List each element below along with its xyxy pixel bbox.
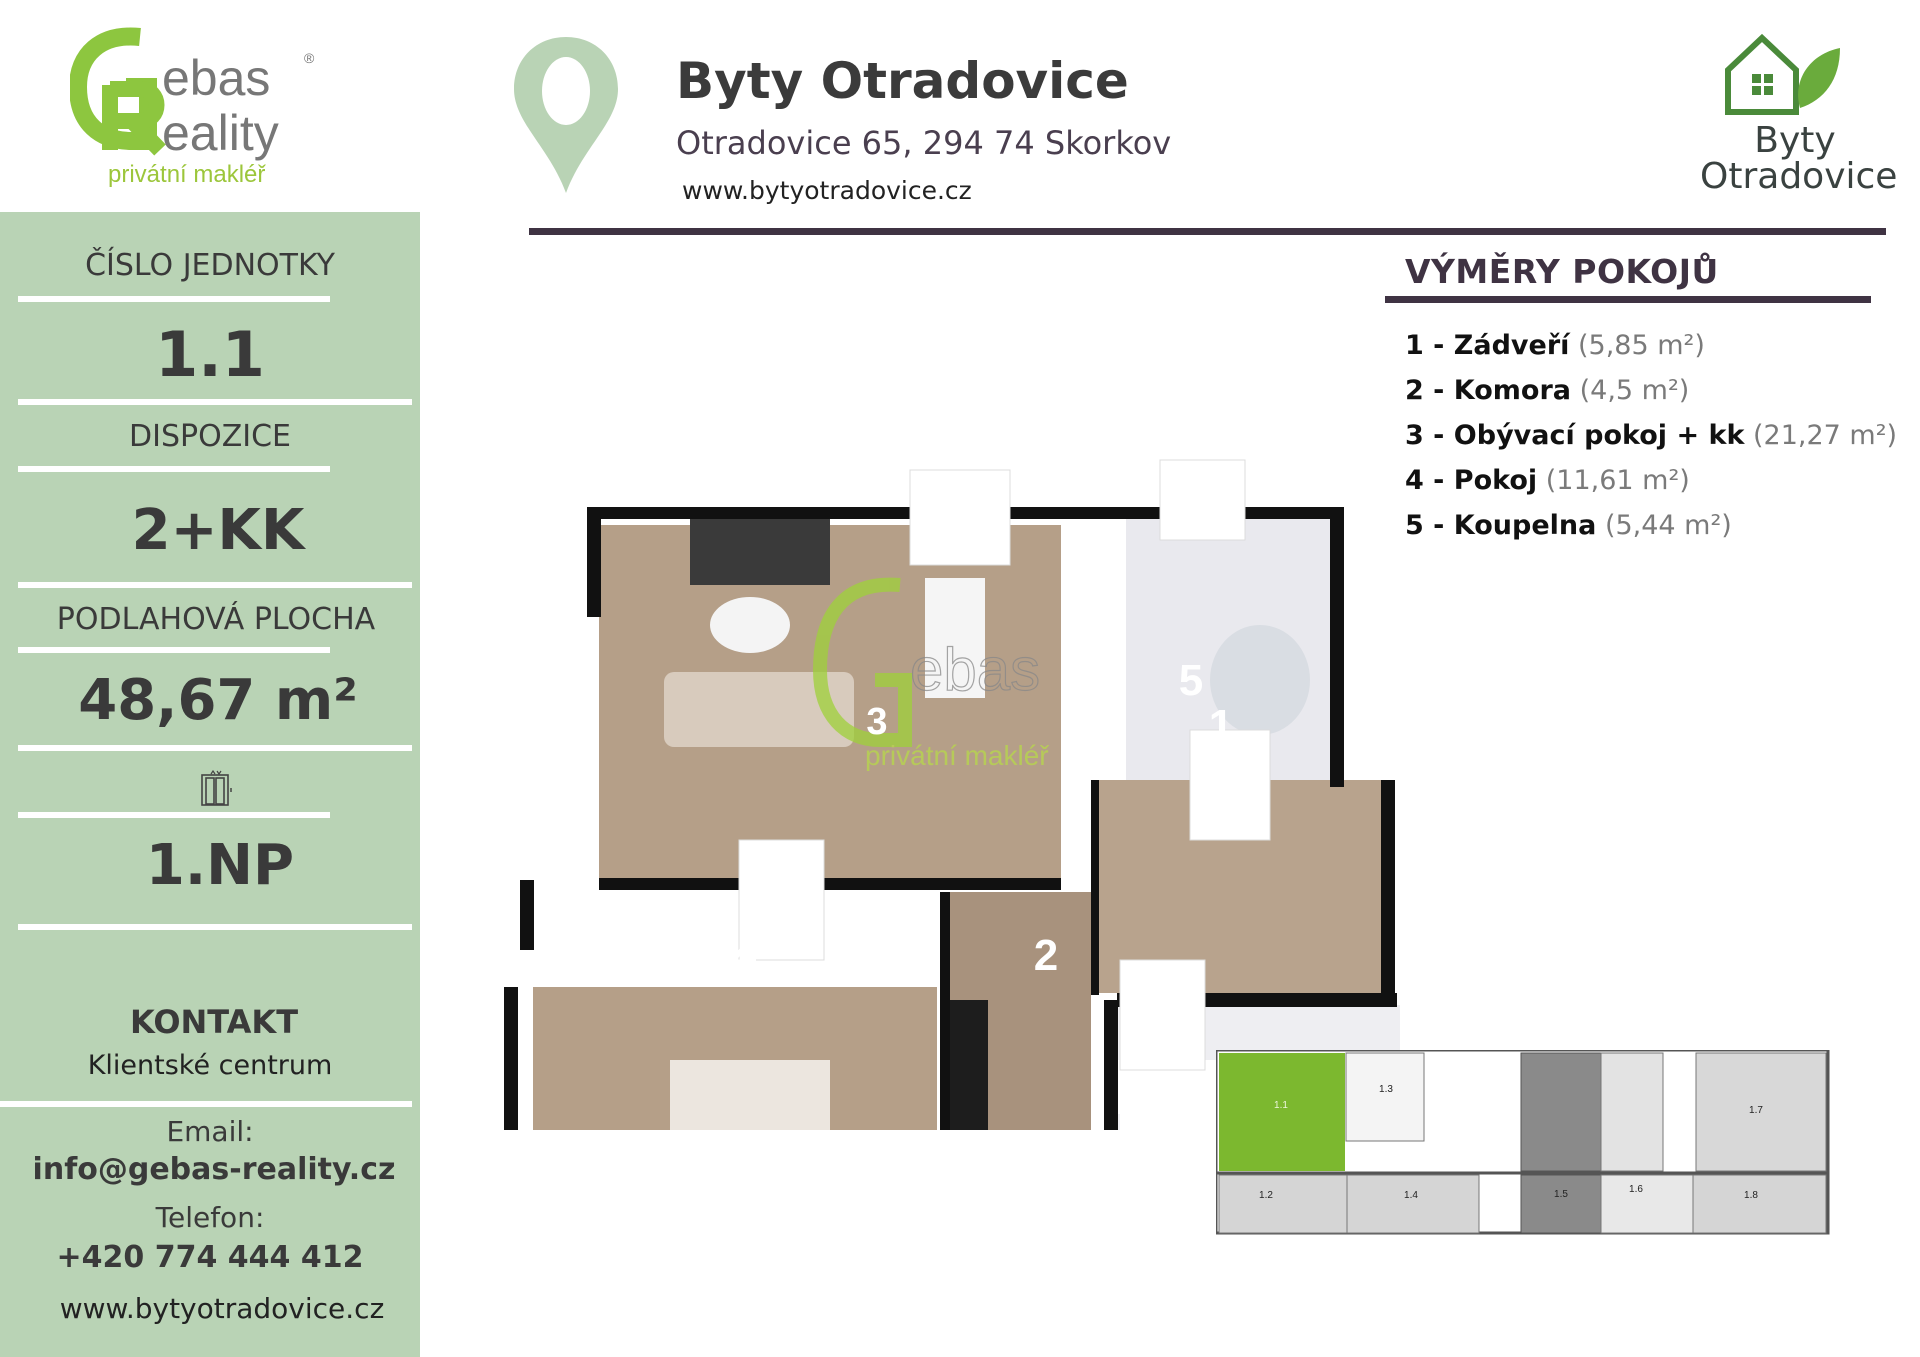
floor-plan-3d: ebas privátní makléř 3 5 1 4 2 (504, 459, 1400, 1130)
byty-otradovice-logo: Byty Otradovice (1700, 30, 1898, 200)
key-unit-label: 1.7 (1749, 1105, 1763, 1116)
unit-number-label: ČÍSLO JEDNOTKY (85, 248, 335, 283)
layout-value: 2+KK (131, 498, 305, 563)
doors (738, 459, 1271, 1071)
room-area: (5,85 m²) (1578, 330, 1705, 361)
elevator-icon (200, 769, 234, 806)
gebas-watermark: ebas privátní makléř (812, 577, 1049, 771)
key-unit-label: 1.2 (1259, 1190, 1273, 1201)
room-areas-title: VÝMĚRY POKOJŮ (1405, 252, 1719, 291)
room-label-5: 5 (1179, 656, 1203, 705)
room-name: 4 - Pokoj (1405, 465, 1538, 496)
room-name: 3 - Obývací pokoj + kk (1405, 420, 1745, 451)
address: Otradovice 65, 294 74 Skorkov (676, 124, 1172, 162)
divider (18, 466, 330, 472)
building-key-plan: 1.1 1.2 1.3 1.4 1.5 1.6 1.7 1.8 (1216, 1050, 1830, 1235)
layout-label: DISPOZICE (129, 419, 291, 454)
key-unit-label: 1.4 (1404, 1190, 1418, 1201)
divider (18, 745, 412, 751)
key-unit-label: 1.3 (1379, 1084, 1393, 1095)
room-area: (4,5 m²) (1579, 375, 1690, 406)
header-divider (529, 228, 1886, 235)
room-area: (5,44 m²) (1604, 510, 1732, 541)
room-item-4: 4 - Pokoj (11,61 m²) (1405, 465, 1690, 496)
tv (690, 515, 830, 585)
contact-heading: KONTAKT (129, 1003, 299, 1041)
svg-text:®: ® (304, 50, 315, 66)
map-pin-icon (514, 37, 618, 193)
dining-table (925, 578, 985, 698)
unit-number-value: 1.1 (155, 318, 265, 391)
wardrobe (948, 1000, 988, 1130)
contact-subheading: Klientské centrum (87, 1050, 333, 1081)
phone-label: Telefon: (155, 1201, 265, 1234)
floor-level-value: 1.NP (145, 833, 295, 898)
gebas-reality-logo: ebas ® eality privátní makléř (68, 25, 330, 195)
coffee-table (710, 597, 790, 653)
footer-website-link[interactable]: www.bytyotradovice.cz (59, 1292, 385, 1325)
bed (670, 1060, 830, 1130)
floor-area-value: 48,67 m² (78, 668, 358, 733)
key-unit-label: 1.1 (1274, 1100, 1288, 1111)
project-logo-line2: Otradovice (1700, 156, 1898, 197)
key-unit-label: 1.5 (1554, 1189, 1568, 1200)
room-name: 2 - Komora (1405, 375, 1572, 406)
room-item-2: 2 - Komora (4,5 m²) (1405, 375, 1689, 406)
room-area: (21,27 m²) (1753, 420, 1898, 451)
room-name: 1 - Zádveří (1405, 330, 1570, 361)
house-leaf-icon (1725, 33, 1840, 115)
divider (18, 924, 412, 930)
divider (18, 399, 412, 405)
svg-text:ebas: ebas (910, 636, 1040, 703)
divider (18, 582, 412, 588)
divider (0, 1101, 412, 1107)
room-item-5: 5 - Koupelna (5,44 m²) (1405, 510, 1732, 541)
room-item-3: 3 - Obývací pokoj + kk (21,27 m²) (1405, 420, 1897, 451)
svg-text:ebas: ebas (162, 50, 270, 106)
page-title: Byty Otradovice (676, 52, 1129, 110)
legend-divider (1385, 296, 1871, 303)
email-label: Email: (166, 1115, 254, 1148)
highlighted-unit-1.1 (1219, 1053, 1345, 1171)
email-link[interactable]: info@gebas-reality.cz (32, 1152, 396, 1187)
room-item-1: 1 - Zádveří (5,85 m²) (1405, 330, 1705, 361)
floor-area-label: PODLAHOVÁ PLOCHA (56, 602, 376, 637)
room-name: 5 - Koupelna (1405, 510, 1597, 541)
room-label-3: 3 (866, 701, 887, 743)
header-website-link[interactable]: www.bytyotradovice.cz (682, 176, 972, 205)
key-unit-label: 1.6 (1629, 1184, 1643, 1195)
svg-text:eality: eality (162, 105, 279, 161)
divider (18, 812, 330, 818)
project-logo-line1: Byty (1754, 120, 1836, 161)
divider (18, 647, 330, 653)
room-label-1: 1 (1209, 701, 1233, 750)
room-label-2: 2 (1034, 931, 1058, 980)
sofa (664, 672, 854, 747)
svg-text:privátní makléř: privátní makléř (865, 740, 1049, 771)
phone-link[interactable]: +420 774 444 412 (56, 1240, 364, 1275)
svg-text:privátní makléř: privátní makléř (108, 161, 266, 188)
divider (18, 296, 330, 302)
room-label-4: 4 (732, 931, 757, 980)
shower (1210, 625, 1310, 735)
key-unit-label: 1.8 (1744, 1190, 1758, 1201)
wall-extrusion (1118, 1114, 1120, 1130)
room-area: (11,61 m²) (1545, 465, 1690, 496)
